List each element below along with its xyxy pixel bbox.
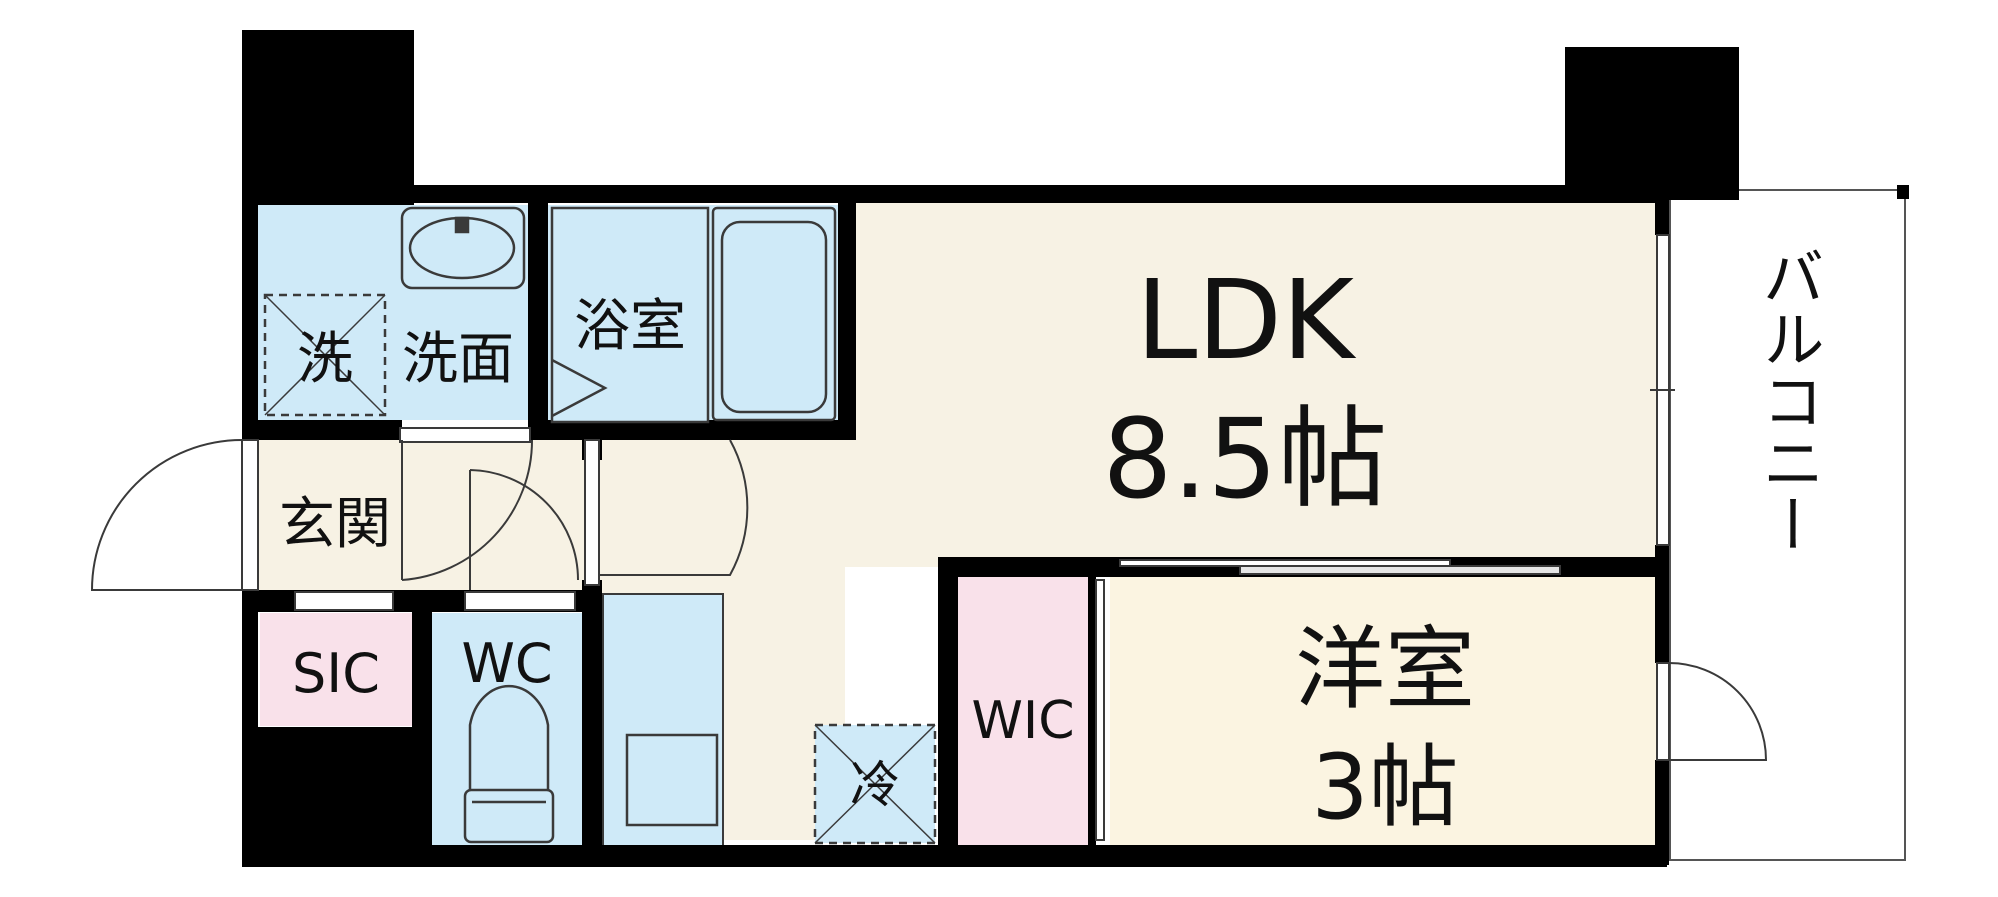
- wall-right-upper: [1655, 190, 1669, 235]
- wall-washroom-bath: [528, 200, 548, 440]
- kitchen-sink: [625, 733, 719, 827]
- wic-sliding-door: [1095, 579, 1105, 841]
- balcony-floor: [1669, 189, 1906, 861]
- sic-doorway: [294, 591, 394, 611]
- wall-wic-left: [938, 557, 958, 857]
- wall-top: [242, 185, 1667, 203]
- doors: [90, 234, 1768, 841]
- entrance-frame: [241, 439, 259, 591]
- column-top-left: [242, 30, 414, 205]
- wall-right-lower: [1655, 760, 1669, 865]
- bath-door-triangle: [551, 358, 608, 418]
- wall-wet-bottom-right: [528, 420, 856, 440]
- entrance-door: [90, 439, 243, 591]
- washroom-label: 洗面: [402, 327, 514, 392]
- ldk-size-label: 8.5帖: [1103, 395, 1388, 523]
- wall-wc-kitchen: [582, 580, 602, 865]
- wall-wic-right: [1088, 577, 1096, 845]
- fixtures: [263, 206, 937, 845]
- ldk-floor: [840, 200, 1665, 567]
- wic-floor: [958, 577, 1088, 845]
- toilet-tank: [463, 788, 555, 844]
- bath-label: 浴室: [574, 294, 686, 359]
- balcony-door-swing: [1668, 662, 1768, 761]
- western-sliding-door-b: [1239, 565, 1561, 575]
- ldk-doorway: [584, 439, 600, 586]
- wic-label: WIC: [971, 691, 1074, 751]
- bathtub-inner: [720, 220, 828, 414]
- balcony-label: バルコニー: [1752, 245, 1825, 555]
- western-size-label: 3帖: [1311, 735, 1458, 840]
- washroom-door-swing: [401, 439, 534, 581]
- labels: LDK 8.5帖 洋室 3帖 浴室 洗面 洗 玄関 SIC WC WIC 冷 バ…: [279, 245, 1825, 840]
- ldk-name-label: LDK: [1136, 256, 1357, 384]
- balcony-post: [1897, 185, 1909, 199]
- sic-label: SIC: [292, 642, 380, 705]
- wall-left-upper: [242, 185, 258, 440]
- sic-floor: [260, 613, 412, 726]
- wall-sic-wc: [412, 590, 432, 860]
- wall-wet-bottom-left: [242, 420, 402, 440]
- wc-label: WC: [461, 632, 552, 695]
- column-bottom-left: [242, 727, 414, 867]
- entrance-label: 玄関: [279, 492, 391, 557]
- toilet-bowl: [468, 684, 550, 790]
- washer-label: 洗: [297, 327, 353, 392]
- wall-bath-ldk: [838, 200, 856, 440]
- balcony-door-frame: [1656, 662, 1670, 761]
- entrance-floor: [250, 440, 590, 590]
- wc-door-swing: [469, 469, 579, 590]
- ldk-door-swing: [600, 439, 749, 576]
- wc-doorway: [464, 591, 576, 611]
- column-top-right: [1565, 47, 1739, 200]
- bath-inner: [550, 206, 710, 424]
- washroom-doorway: [399, 427, 531, 443]
- faucet-icon: [454, 216, 470, 234]
- fridge-space-diag-b: [814, 724, 936, 844]
- fridge-label: 冷: [850, 756, 900, 814]
- western-room-floor: [1110, 577, 1665, 845]
- washer-space-diag-b: [264, 294, 386, 416]
- wall-left-lower: [242, 590, 258, 860]
- western-name-label: 洋室: [1295, 617, 1475, 722]
